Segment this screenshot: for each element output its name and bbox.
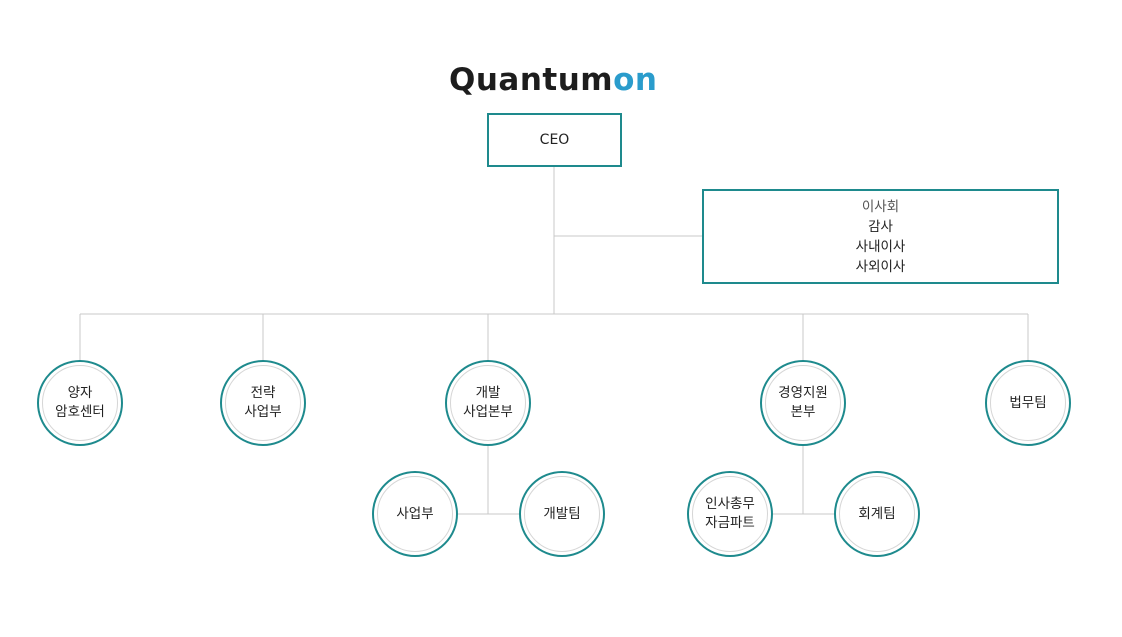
board-member-audit: 감사	[868, 218, 893, 235]
division-label: 개발 사업본부	[463, 385, 513, 420]
division-quantum-crypto-center: 양자 암호센터	[37, 360, 123, 446]
division-strategy: 전략 사업부	[220, 360, 306, 446]
company-logo: Quantumon	[449, 60, 661, 100]
team-development: 개발팀	[519, 471, 605, 557]
division-development: 개발 사업본부	[445, 360, 531, 446]
division-label: 경영지원 본부	[778, 385, 828, 420]
division-label: 양자 암호센터	[55, 385, 105, 420]
board-member-inside-director: 사내이사	[855, 238, 906, 255]
team-business: 사업부	[372, 471, 458, 557]
team-label: 인사총무 자금파트	[705, 496, 755, 531]
team-label: 회계팀	[858, 505, 896, 522]
board-member-outside-director: 사외이사	[855, 258, 906, 275]
team-label: 개발팀	[543, 505, 581, 522]
team-accounting: 회계팀	[834, 471, 920, 557]
logo-text-dark: Quantum	[449, 62, 614, 98]
board-title: 이사회	[861, 198, 900, 215]
division-legal: 법무팀	[985, 360, 1071, 446]
division-label: 전략 사업부	[244, 385, 282, 420]
logo-text-accent: on	[613, 62, 658, 98]
ceo-label: CEO	[539, 132, 570, 148]
division-management-support: 경영지원 본부	[760, 360, 846, 446]
team-hr-finance: 인사총무 자금파트	[687, 471, 773, 557]
ceo-box: CEO	[487, 113, 622, 167]
board-box: 이사회 감사 사내이사 사외이사	[702, 189, 1059, 284]
team-label: 사업부	[396, 505, 434, 522]
division-label: 법무팀	[1009, 394, 1047, 411]
